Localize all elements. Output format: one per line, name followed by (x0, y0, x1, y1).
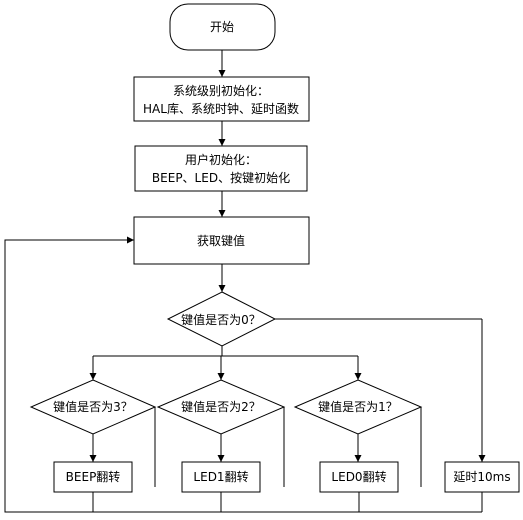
system-init-title: 系统级别初始化： (173, 84, 269, 98)
beep-toggle-box (53, 461, 133, 493)
decision-key-0-label: 键值是否为0？ (181, 312, 261, 327)
led1-toggle-label: LED1翻转 (193, 469, 248, 484)
led0-toggle-box (319, 461, 399, 493)
get-key-label: 获取键值 (197, 233, 245, 248)
led1-toggle-box (181, 461, 261, 493)
decision-key-3-label: 键值是否为3？ (53, 399, 133, 414)
user-init-title: 用户初始化： (185, 152, 257, 167)
decision-key-1-label: 键值是否为1？ (318, 399, 398, 414)
user-init-box (134, 145, 308, 192)
system-init-box (133, 76, 310, 122)
delay-label: 延时10ms (453, 470, 510, 484)
user-init-detail: BEEP、LED、按键初始化 (152, 171, 290, 185)
led0-toggle-label: LED0翻转 (331, 469, 386, 484)
loop-return-line (4, 236, 482, 513)
decision-key-2-label: 键值是否为2？ (181, 399, 261, 414)
start-label: 开始 (210, 20, 234, 34)
beep-toggle-label: BEEP翻转 (66, 469, 121, 484)
get-key-box (133, 216, 310, 265)
system-init-detail: HAL库、系统时钟、延时函数 (143, 101, 299, 116)
